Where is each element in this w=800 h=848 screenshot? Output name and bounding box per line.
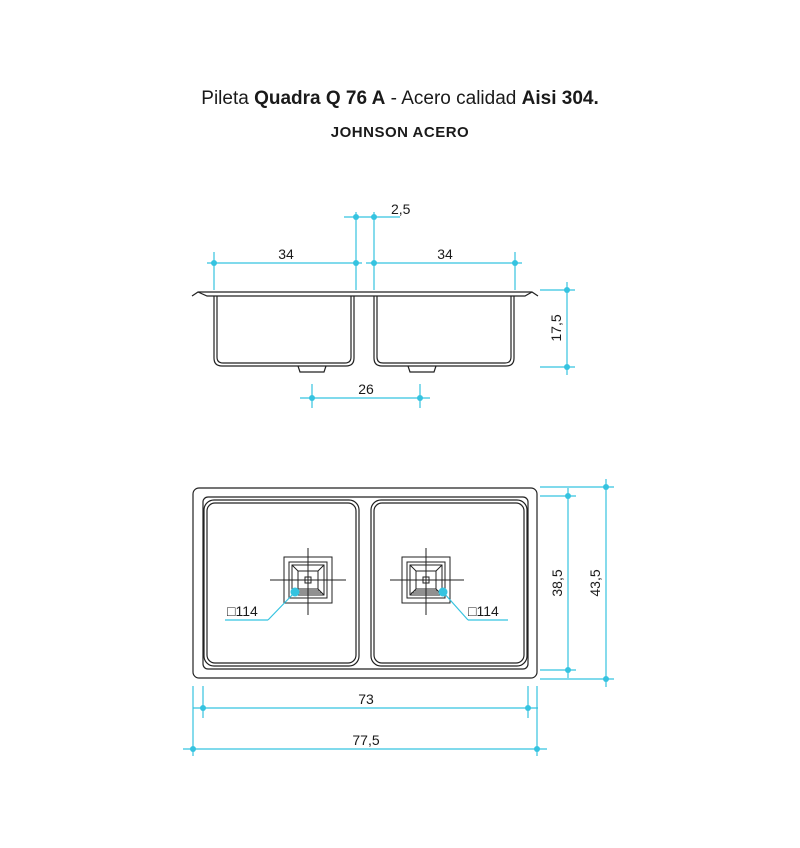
title-middle: - Acero calidad: [385, 88, 522, 109]
title-prefix: Pileta: [201, 88, 255, 109]
dim-bowl-right-width: 34: [437, 246, 453, 262]
drain-left-marker: [290, 587, 300, 597]
drain-left-icon: [270, 548, 346, 615]
dim-depth: 17,5: [548, 314, 564, 341]
side-dimensions: [207, 212, 575, 408]
top-view: [192, 487, 538, 679]
side-view: [191, 291, 539, 373]
dim-drain-spacing: 26: [358, 381, 374, 397]
drain-leaders: [225, 591, 508, 621]
dim-outer-width: 43,5: [587, 569, 603, 596]
dim-drain-left: □114: [227, 603, 258, 619]
dim-outer-length: 77,5: [352, 732, 379, 748]
brand-name: JOHNSON ACERO: [330, 124, 470, 141]
dim-inner-width: 38,5: [549, 569, 565, 596]
title-model: Quadra Q 76 A: [254, 88, 386, 109]
dim-inner-length: 73: [358, 691, 374, 707]
dim-bowl-left-width: 34: [278, 246, 294, 262]
drain-right-icon: [390, 548, 464, 615]
dim-drain-right: □114: [468, 603, 499, 619]
product-title: Pileta Quadra Q 76 A - Acero calidad Ais…: [0, 88, 800, 110]
title-material: Aisi 304.: [521, 88, 599, 109]
drain-right-marker: [438, 587, 448, 597]
side-dimension-dots: [211, 214, 570, 401]
dim-divider-gap: 2,5: [391, 201, 411, 217]
